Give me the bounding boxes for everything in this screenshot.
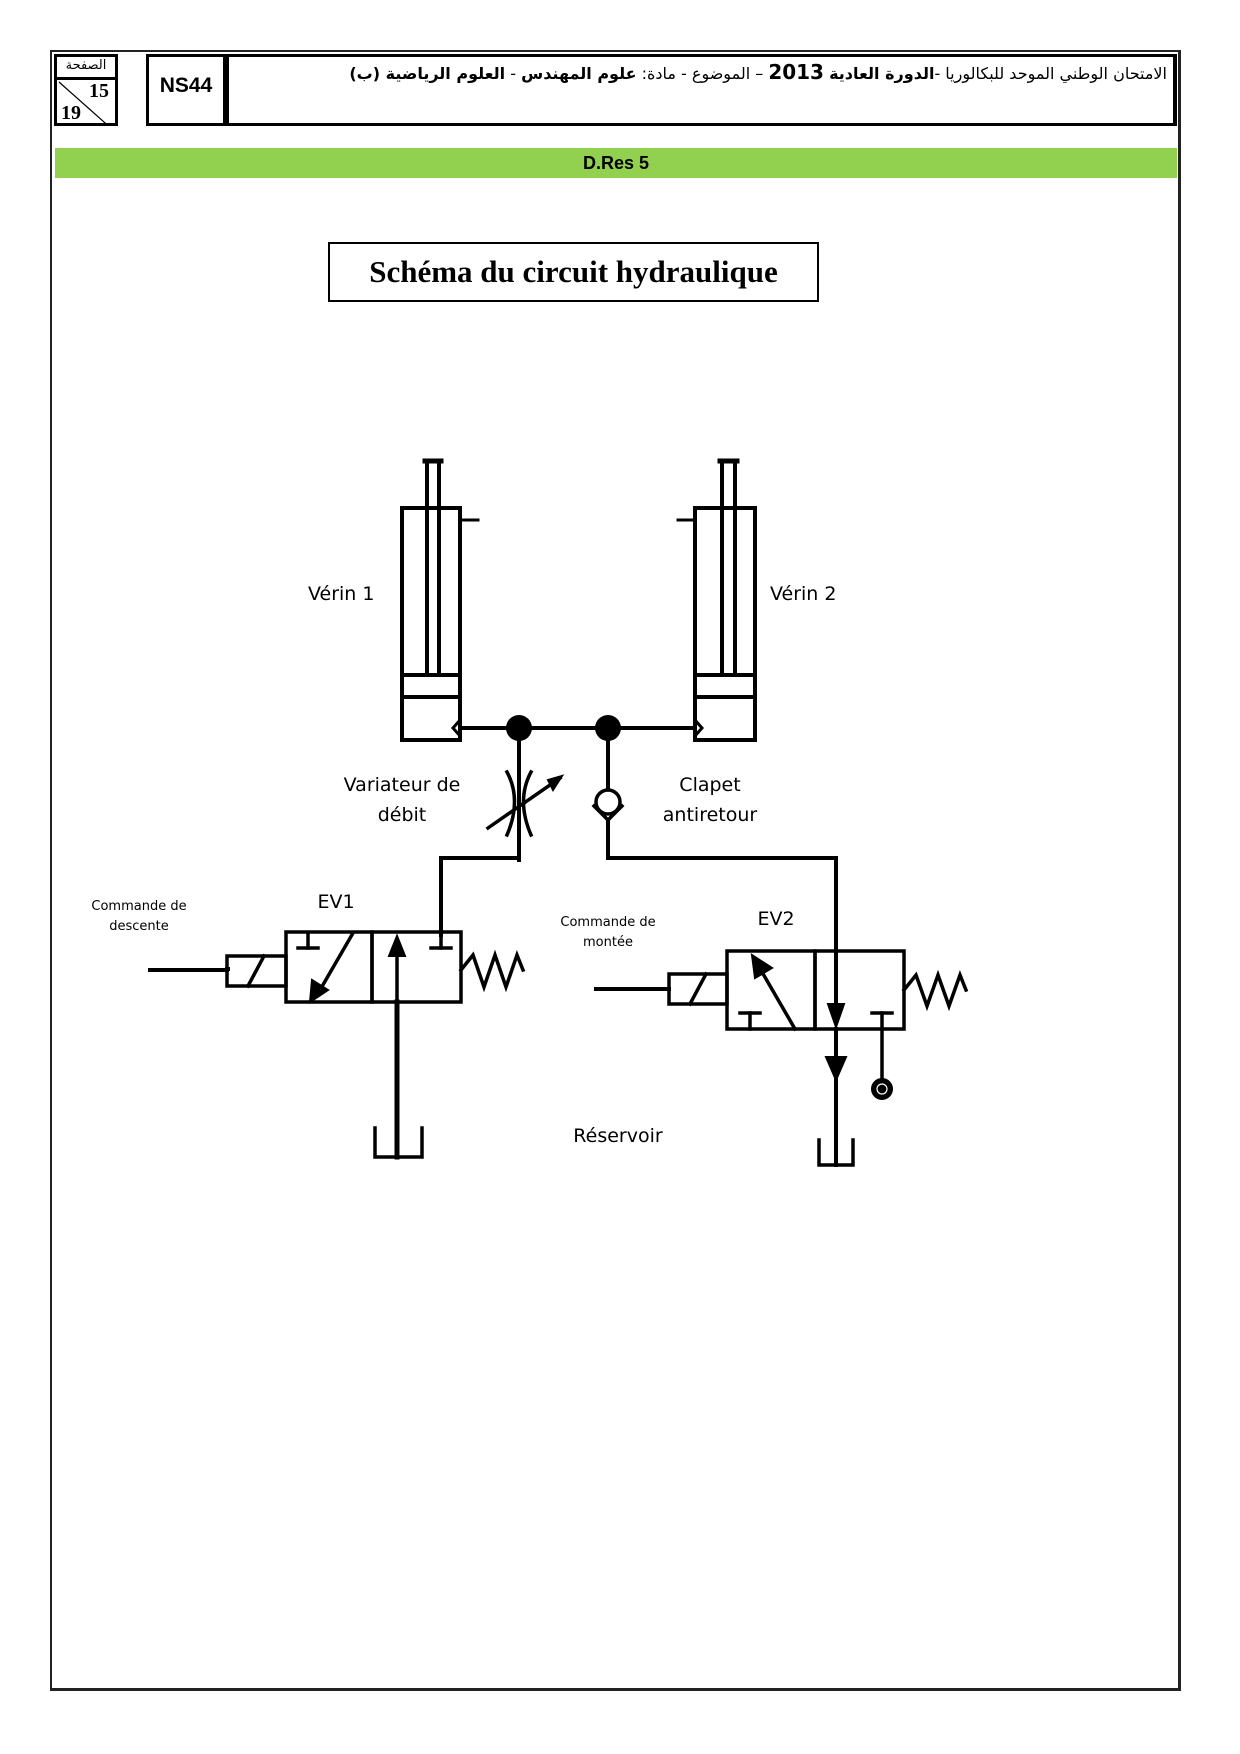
cylinder-2 <box>676 458 757 742</box>
label-cmd-descente-1: Commande de <box>91 899 186 914</box>
label-verin2: Vérin 2 <box>770 583 836 605</box>
page-total: 19 <box>61 102 81 124</box>
title-stream: العلوم الرياضية (ب) <box>349 64 506 83</box>
fraction-slash <box>58 81 110 126</box>
pipe-to-ev1 <box>439 856 521 937</box>
tank-1 <box>373 1126 424 1159</box>
plug-icon <box>871 1078 893 1100</box>
pipe-to-ev2 <box>606 856 838 1024</box>
cylinder-1 <box>400 458 480 742</box>
flow-control-valve <box>485 726 565 862</box>
check-valve <box>591 726 625 860</box>
label-cmd-montee-2: montée <box>583 935 633 950</box>
section-bar: D.Res 5 <box>55 148 1177 178</box>
label-clapet-1: Clapet <box>679 774 740 796</box>
label-variateur-1: Variateur de <box>344 774 461 796</box>
label-ev1: EV1 <box>317 891 354 913</box>
flow-arrow-down <box>824 1056 848 1083</box>
title-year: 2013 <box>768 60 824 84</box>
junction-dot-1 <box>506 715 532 741</box>
title-part2: – الموضوع - مادة: <box>636 64 769 83</box>
tank-2 <box>817 1138 855 1167</box>
title-session: الدورة العادية <box>829 64 935 83</box>
label-clapet-2: antiretour <box>663 804 758 826</box>
solenoid-valve-ev1 <box>148 930 526 1004</box>
page-label: الصفحة <box>57 57 115 80</box>
label-verin1: Vérin 1 <box>308 583 374 605</box>
label-reservoir: Réservoir <box>573 1125 663 1147</box>
page-frame <box>50 50 1181 1691</box>
title-part1: الامتحان الوطني الموحد للبكالوريا - <box>934 64 1167 83</box>
label-cmd-descente-2: descente <box>109 919 169 934</box>
schema-title: Schéma du circuit hydraulique <box>328 242 819 302</box>
label-cmd-montee-1: Commande de <box>560 915 655 930</box>
page-current: 15 <box>89 80 109 102</box>
page-fraction: 15 19 <box>57 80 115 126</box>
junction-dot-2 <box>595 715 621 741</box>
label-ev2: EV2 <box>757 908 794 930</box>
exam-title: الامتحان الوطني الموحد للبكالوريا -الدور… <box>224 54 1177 126</box>
page-number-box: الصفحة 15 19 <box>54 54 118 126</box>
title-sep: - <box>505 64 522 83</box>
solenoid-valve-ev2 <box>594 949 969 1084</box>
title-subject: علوم المهندس <box>521 64 637 83</box>
label-variateur-2: débit <box>378 804 427 826</box>
